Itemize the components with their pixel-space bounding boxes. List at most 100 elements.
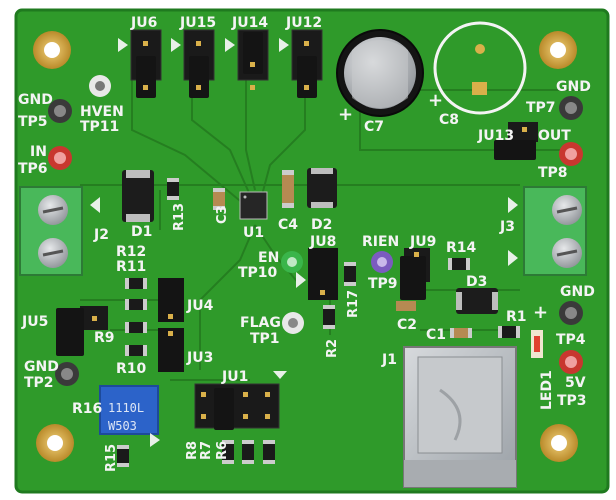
label-r6: R6 <box>215 441 230 460</box>
label-r15: R15 <box>104 444 119 472</box>
label-tp7-id: TP7 <box>526 100 556 116</box>
resistor-r2 <box>323 305 335 329</box>
terminal-block-j3[interactable] <box>508 186 587 276</box>
label-tp8-id: TP8 <box>538 165 568 181</box>
trimpot-r16[interactable] <box>99 385 160 447</box>
resistor-network <box>125 278 147 356</box>
label-c7: C7 <box>364 119 384 135</box>
label-ju5: JU5 <box>21 314 48 330</box>
capacitor-c8-footprint <box>433 21 527 115</box>
label-r17: R17 <box>346 290 361 318</box>
polarity-mark-led: + <box>533 302 548 323</box>
label-j2: J2 <box>93 227 109 243</box>
polarity-mark-c8: + <box>428 90 443 111</box>
testpoint-tp8[interactable] <box>559 142 583 166</box>
label-d1: D1 <box>131 224 152 240</box>
label-tp6-name: IN <box>30 144 47 160</box>
resistor-r13 <box>167 178 179 200</box>
label-r16: R16 <box>72 401 102 417</box>
label-c1: C1 <box>426 327 446 343</box>
label-u1: U1 <box>243 225 264 241</box>
label-tp1-id: TP1 <box>250 331 280 347</box>
capacitor-c1 <box>450 328 472 338</box>
label-ju6: JU6 <box>130 15 157 31</box>
label-ju15: JU15 <box>179 15 216 31</box>
label-r11: R11 <box>116 259 146 275</box>
label-d2: D2 <box>311 217 332 233</box>
label-r8: R8 <box>185 441 200 460</box>
jumper-ju1[interactable] <box>194 371 287 430</box>
ic-u1 <box>239 191 268 220</box>
usb-connector-j1[interactable] <box>403 346 517 488</box>
label-c2: C2 <box>397 317 417 333</box>
testpoint-tp1[interactable] <box>282 312 304 334</box>
trimpot-code: 1110L <box>108 401 144 415</box>
testpoint-tp10[interactable] <box>281 251 303 273</box>
label-c8: C8 <box>439 112 459 128</box>
terminal-block-j2[interactable] <box>19 186 100 276</box>
testpoint-tp5[interactable] <box>48 99 72 123</box>
jumper-ju6[interactable] <box>118 29 162 98</box>
label-tp10-id: TP10 <box>238 265 278 281</box>
label-ju9: JU9 <box>409 234 436 250</box>
testpoint-tp6[interactable] <box>48 146 72 170</box>
label-tp11-name: HVEN <box>80 104 124 120</box>
label-r7: R7 <box>199 441 214 460</box>
diode-d3 <box>456 288 498 314</box>
label-ju8: JU8 <box>309 234 336 250</box>
jumper-ju4[interactable] <box>158 278 184 322</box>
mounting-holes <box>33 31 578 462</box>
jumper-ju8[interactable] <box>296 248 338 300</box>
label-tp2-name: GND <box>24 359 59 375</box>
label-ju4: JU4 <box>186 298 214 314</box>
label-r1: R1 <box>506 309 527 325</box>
testpoint-tp9[interactable] <box>371 251 393 273</box>
label-j1: J1 <box>381 352 397 368</box>
label-tp7-name: GND <box>556 79 591 95</box>
label-tp8-name: OUT <box>538 128 571 144</box>
label-ju14: JU14 <box>231 15 268 31</box>
resistor-r1 <box>498 326 520 338</box>
label-r2: R2 <box>325 339 340 358</box>
label-c4: C4 <box>278 217 298 233</box>
label-r9: R9 <box>94 330 115 346</box>
label-led1: LED1 <box>539 370 555 410</box>
testpoint-tp2[interactable] <box>55 362 79 386</box>
polarity-mark-c7: + <box>338 104 353 125</box>
jumper-ju3[interactable] <box>158 328 184 372</box>
label-r14: R14 <box>446 240 477 256</box>
label-r10: R10 <box>116 361 147 377</box>
jumper-ju9[interactable] <box>400 248 430 300</box>
label-j3: J3 <box>499 219 515 235</box>
label-ju1: JU1 <box>221 369 248 385</box>
jumper-ju12[interactable] <box>279 29 323 98</box>
jumper-ju5[interactable] <box>56 306 108 356</box>
testpoint-tp3[interactable] <box>559 350 583 374</box>
resistor-r15 <box>117 445 129 467</box>
label-r12: R12 <box>116 244 146 260</box>
label-tp3-id: TP3 <box>557 393 587 409</box>
led1 <box>531 330 543 358</box>
label-tp5-name: GND <box>18 92 53 108</box>
label-tp10-name: EN <box>258 250 279 266</box>
jumper-ju14[interactable] <box>225 29 269 90</box>
testpoint-tp11[interactable] <box>89 75 111 97</box>
label-tp9-id: TP9 <box>368 276 398 292</box>
label-tp11-id: TP11 <box>80 119 119 135</box>
capacitor-c3 <box>213 188 225 210</box>
resistor-r17 <box>344 262 356 286</box>
label-tp4-name: GND <box>560 284 595 300</box>
testpoint-tp7[interactable] <box>559 96 583 120</box>
trimpot-value: W503 <box>108 419 137 433</box>
label-c3: C3 <box>215 205 230 224</box>
label-d3: D3 <box>466 274 487 290</box>
capacitor-c7 <box>336 29 424 117</box>
label-tp3-name: 5V <box>565 375 586 391</box>
resistor-r14 <box>448 258 470 270</box>
diode-d1 <box>122 170 154 222</box>
label-r13: R13 <box>172 203 187 231</box>
testpoint-tp4[interactable] <box>559 301 583 325</box>
jumper-ju15[interactable] <box>171 29 215 98</box>
jumper-ju13[interactable] <box>494 122 538 160</box>
